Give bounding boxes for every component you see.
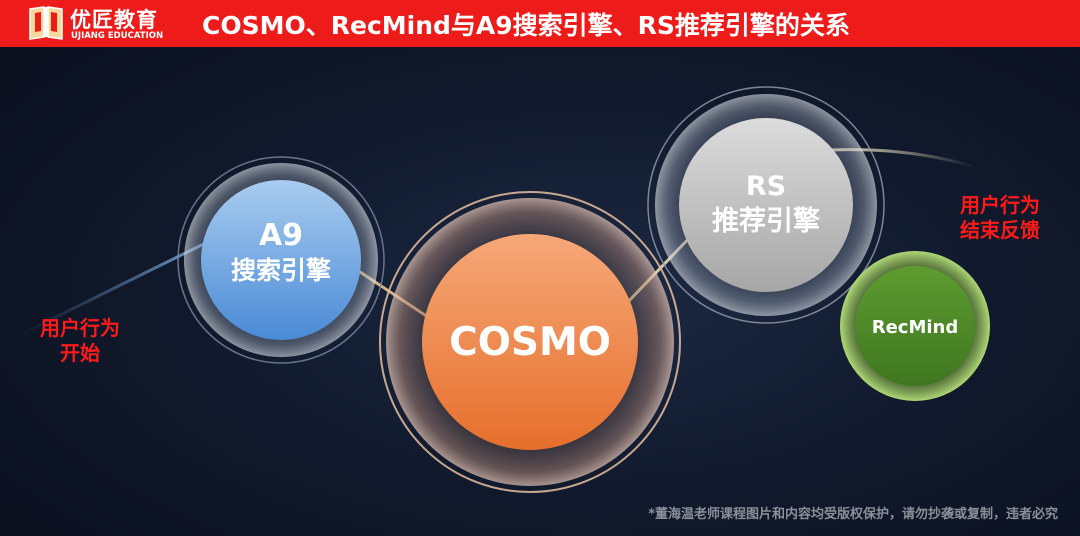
- header-bar: 优匠教育 UJIANG EDUCATION COSMO、RecMind与A9搜索…: [0, 0, 1080, 47]
- start-label-line1: 用户行为: [40, 316, 120, 340]
- a9-subtitle: 搜索引擎: [231, 256, 331, 285]
- page-title: COSMO、RecMind与A9搜索引擎、RS推荐引擎的关系: [202, 11, 850, 40]
- logo-name: 优匠教育: [70, 8, 158, 32]
- start-label-line2: 开始: [60, 341, 100, 365]
- end-label-line2: 结束反馈: [960, 218, 1040, 242]
- end-label-line1: 用户行为: [960, 193, 1040, 217]
- rs-subtitle: 推荐引擎: [712, 205, 820, 237]
- recmind-node: RecMind: [840, 251, 990, 401]
- logo: 优匠教育 UJIANG EDUCATION: [26, 3, 176, 45]
- rs-title: RS: [746, 171, 786, 202]
- user-behavior-start-label: 用户行为 开始: [24, 316, 136, 366]
- a9-node: A9 搜索引擎: [177, 156, 385, 364]
- recmind-label: RecMind: [872, 317, 959, 338]
- user-behavior-end-label: 用户行为 结束反馈: [944, 193, 1056, 243]
- relationship-diagram: A9 搜索引擎 COSMO RS 推荐引擎 RecMind: [19, 86, 990, 493]
- logo-subtitle: UJIANG EDUCATION: [71, 31, 164, 41]
- a9-title: A9: [259, 218, 303, 253]
- rs-node: RS 推荐引擎: [647, 86, 885, 324]
- logo-book-icon: [29, 6, 63, 40]
- copyright-notice: *董海温老师课程图片和内容均受版权保护，请勿抄袭或复制，违者必究: [648, 507, 1058, 522]
- cosmo-label: COSMO: [449, 320, 611, 365]
- cosmo-node: COSMO: [379, 191, 681, 493]
